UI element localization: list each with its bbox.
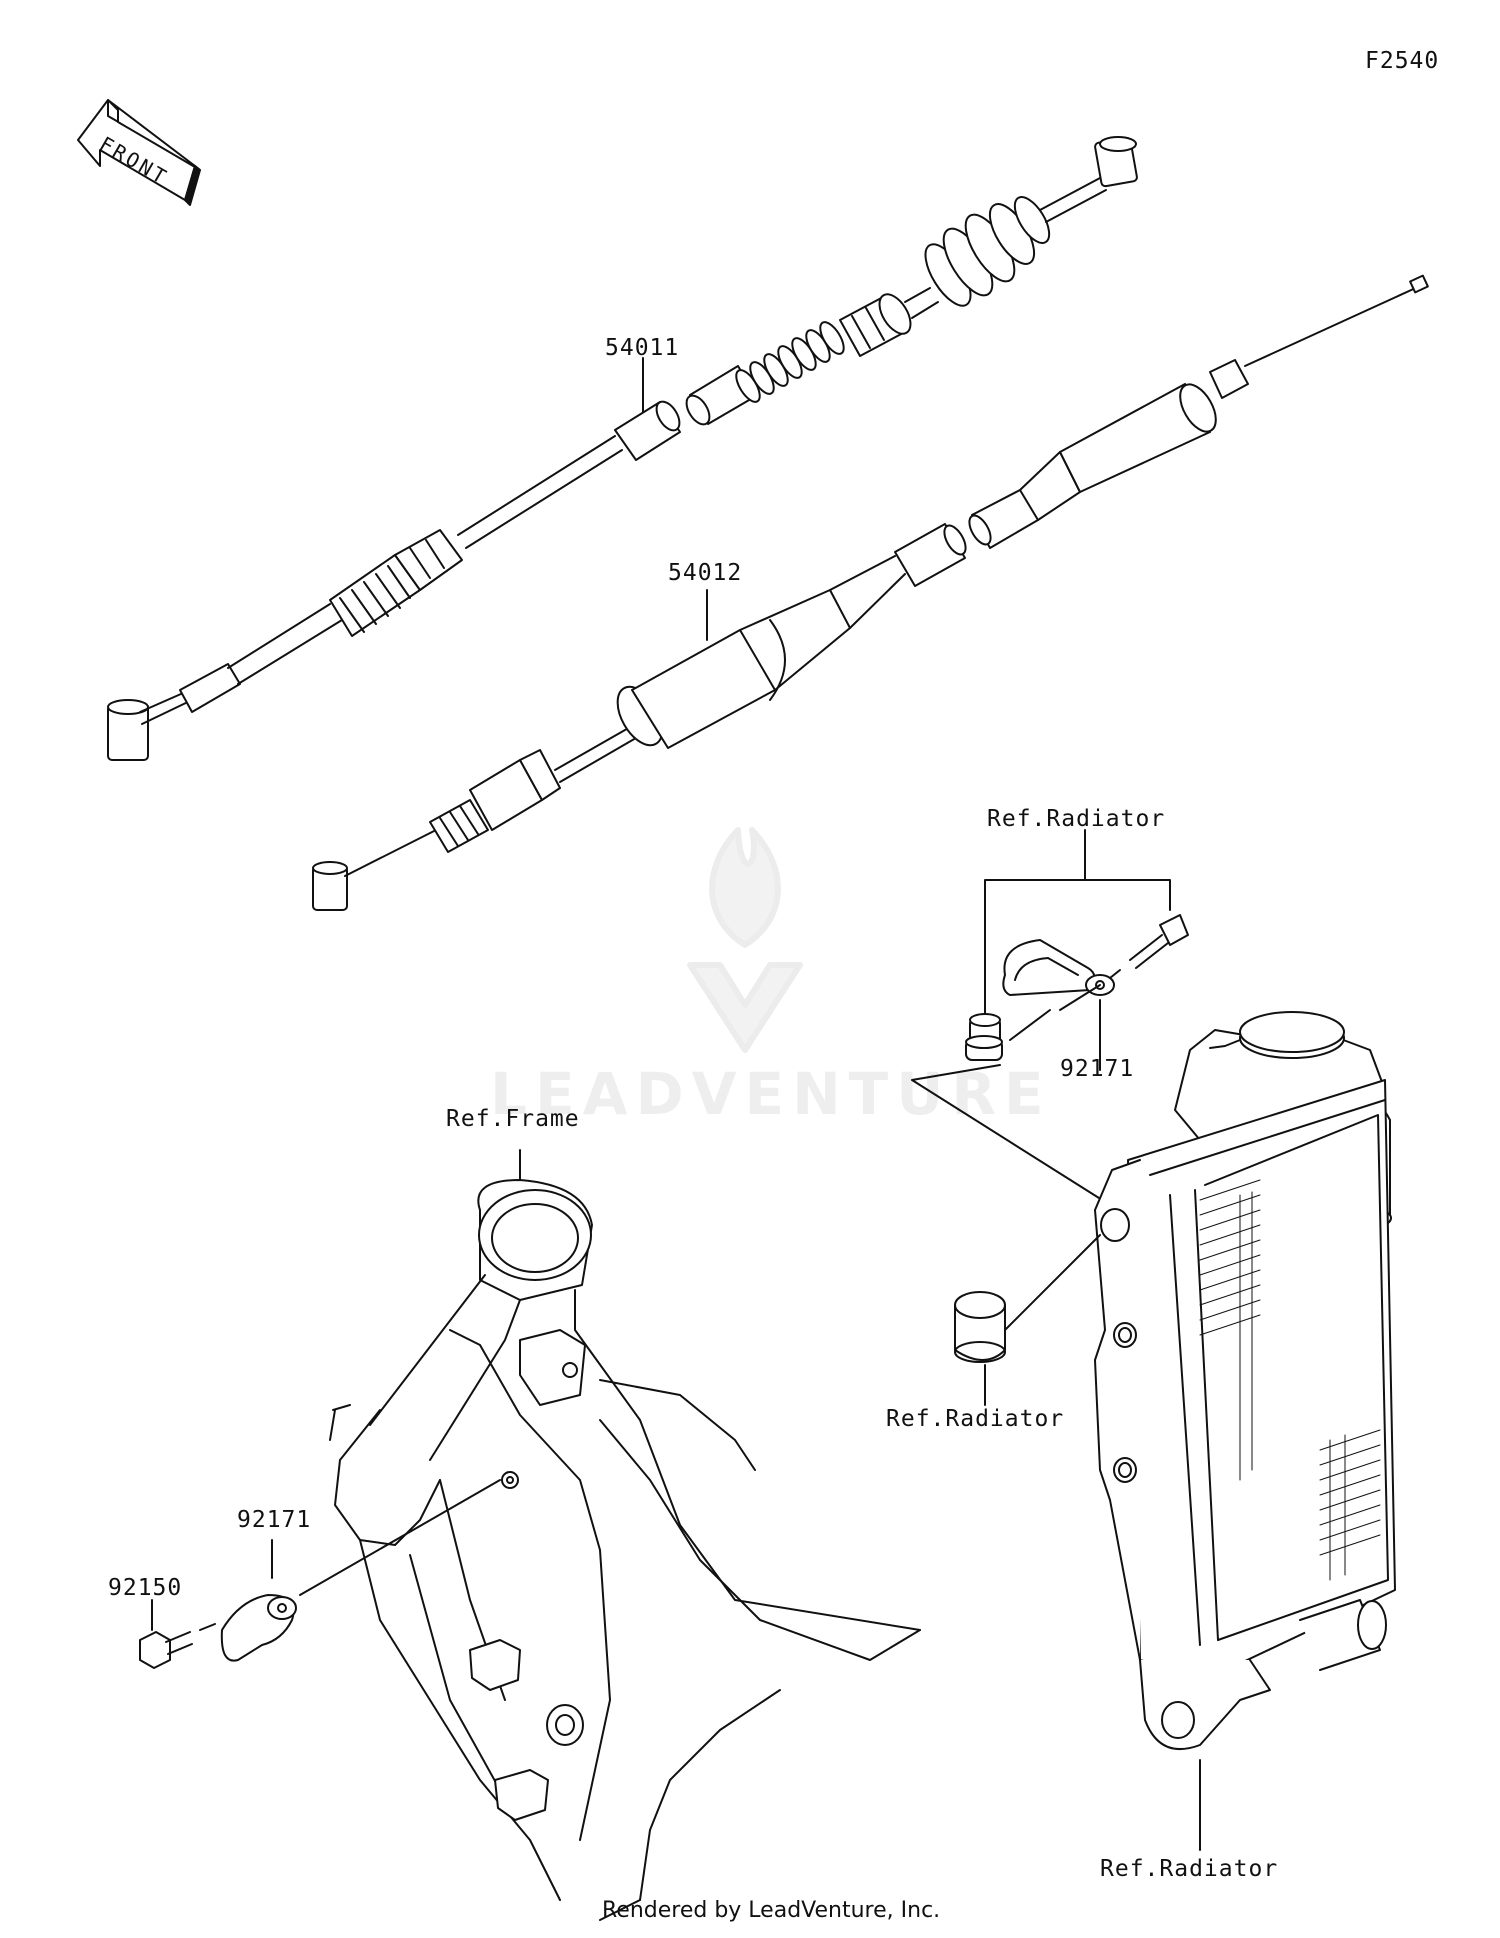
clutch-cable-boot xyxy=(924,196,1051,307)
front-arrow-label: FRONT xyxy=(96,132,173,190)
bolt-icon-upper xyxy=(1059,914,1189,1011)
callout-92171-lower: 92171 xyxy=(237,1507,312,1533)
ref-radiator-top: Ref.Radiator xyxy=(987,806,1166,832)
watermark-logo xyxy=(687,827,803,1053)
ref-frame: Ref.Frame xyxy=(446,1106,580,1132)
cable-clamp-92171-lower xyxy=(220,1479,501,1662)
footer-credit: Rendered by LeadVenture, Inc. xyxy=(602,1898,941,1923)
callout-92150: 92150 xyxy=(108,1575,183,1601)
ref-radiator-grommet: Ref.Radiator xyxy=(886,1406,1065,1432)
frame xyxy=(329,1149,921,1921)
radiator xyxy=(954,1011,1396,1851)
figure-code: F2540 xyxy=(1365,48,1440,74)
radiator-ref-bracket-group xyxy=(911,829,1189,1211)
front-arrow-icon xyxy=(77,99,201,206)
throttle-cable-54012 xyxy=(312,274,1429,911)
callout-54011: 54011 xyxy=(605,335,680,361)
clutch-cable-spring xyxy=(735,321,845,403)
watermark-text: LEADVENTURE xyxy=(490,1060,1052,1128)
radiator-core-fins xyxy=(1199,1179,1381,1581)
radiator-grommet-icon xyxy=(954,1234,1101,1363)
front-label: FRONT xyxy=(96,132,173,190)
ref-radiator-bottom: Ref.Radiator xyxy=(1100,1856,1279,1882)
bolt-icon-92150 xyxy=(139,1623,216,1669)
callout-54012: 54012 xyxy=(668,560,743,586)
clutch-cable-54011 xyxy=(107,136,1138,761)
callout-92171-upper: 92171 xyxy=(1060,1056,1135,1082)
collar-icon xyxy=(965,1013,1003,1061)
